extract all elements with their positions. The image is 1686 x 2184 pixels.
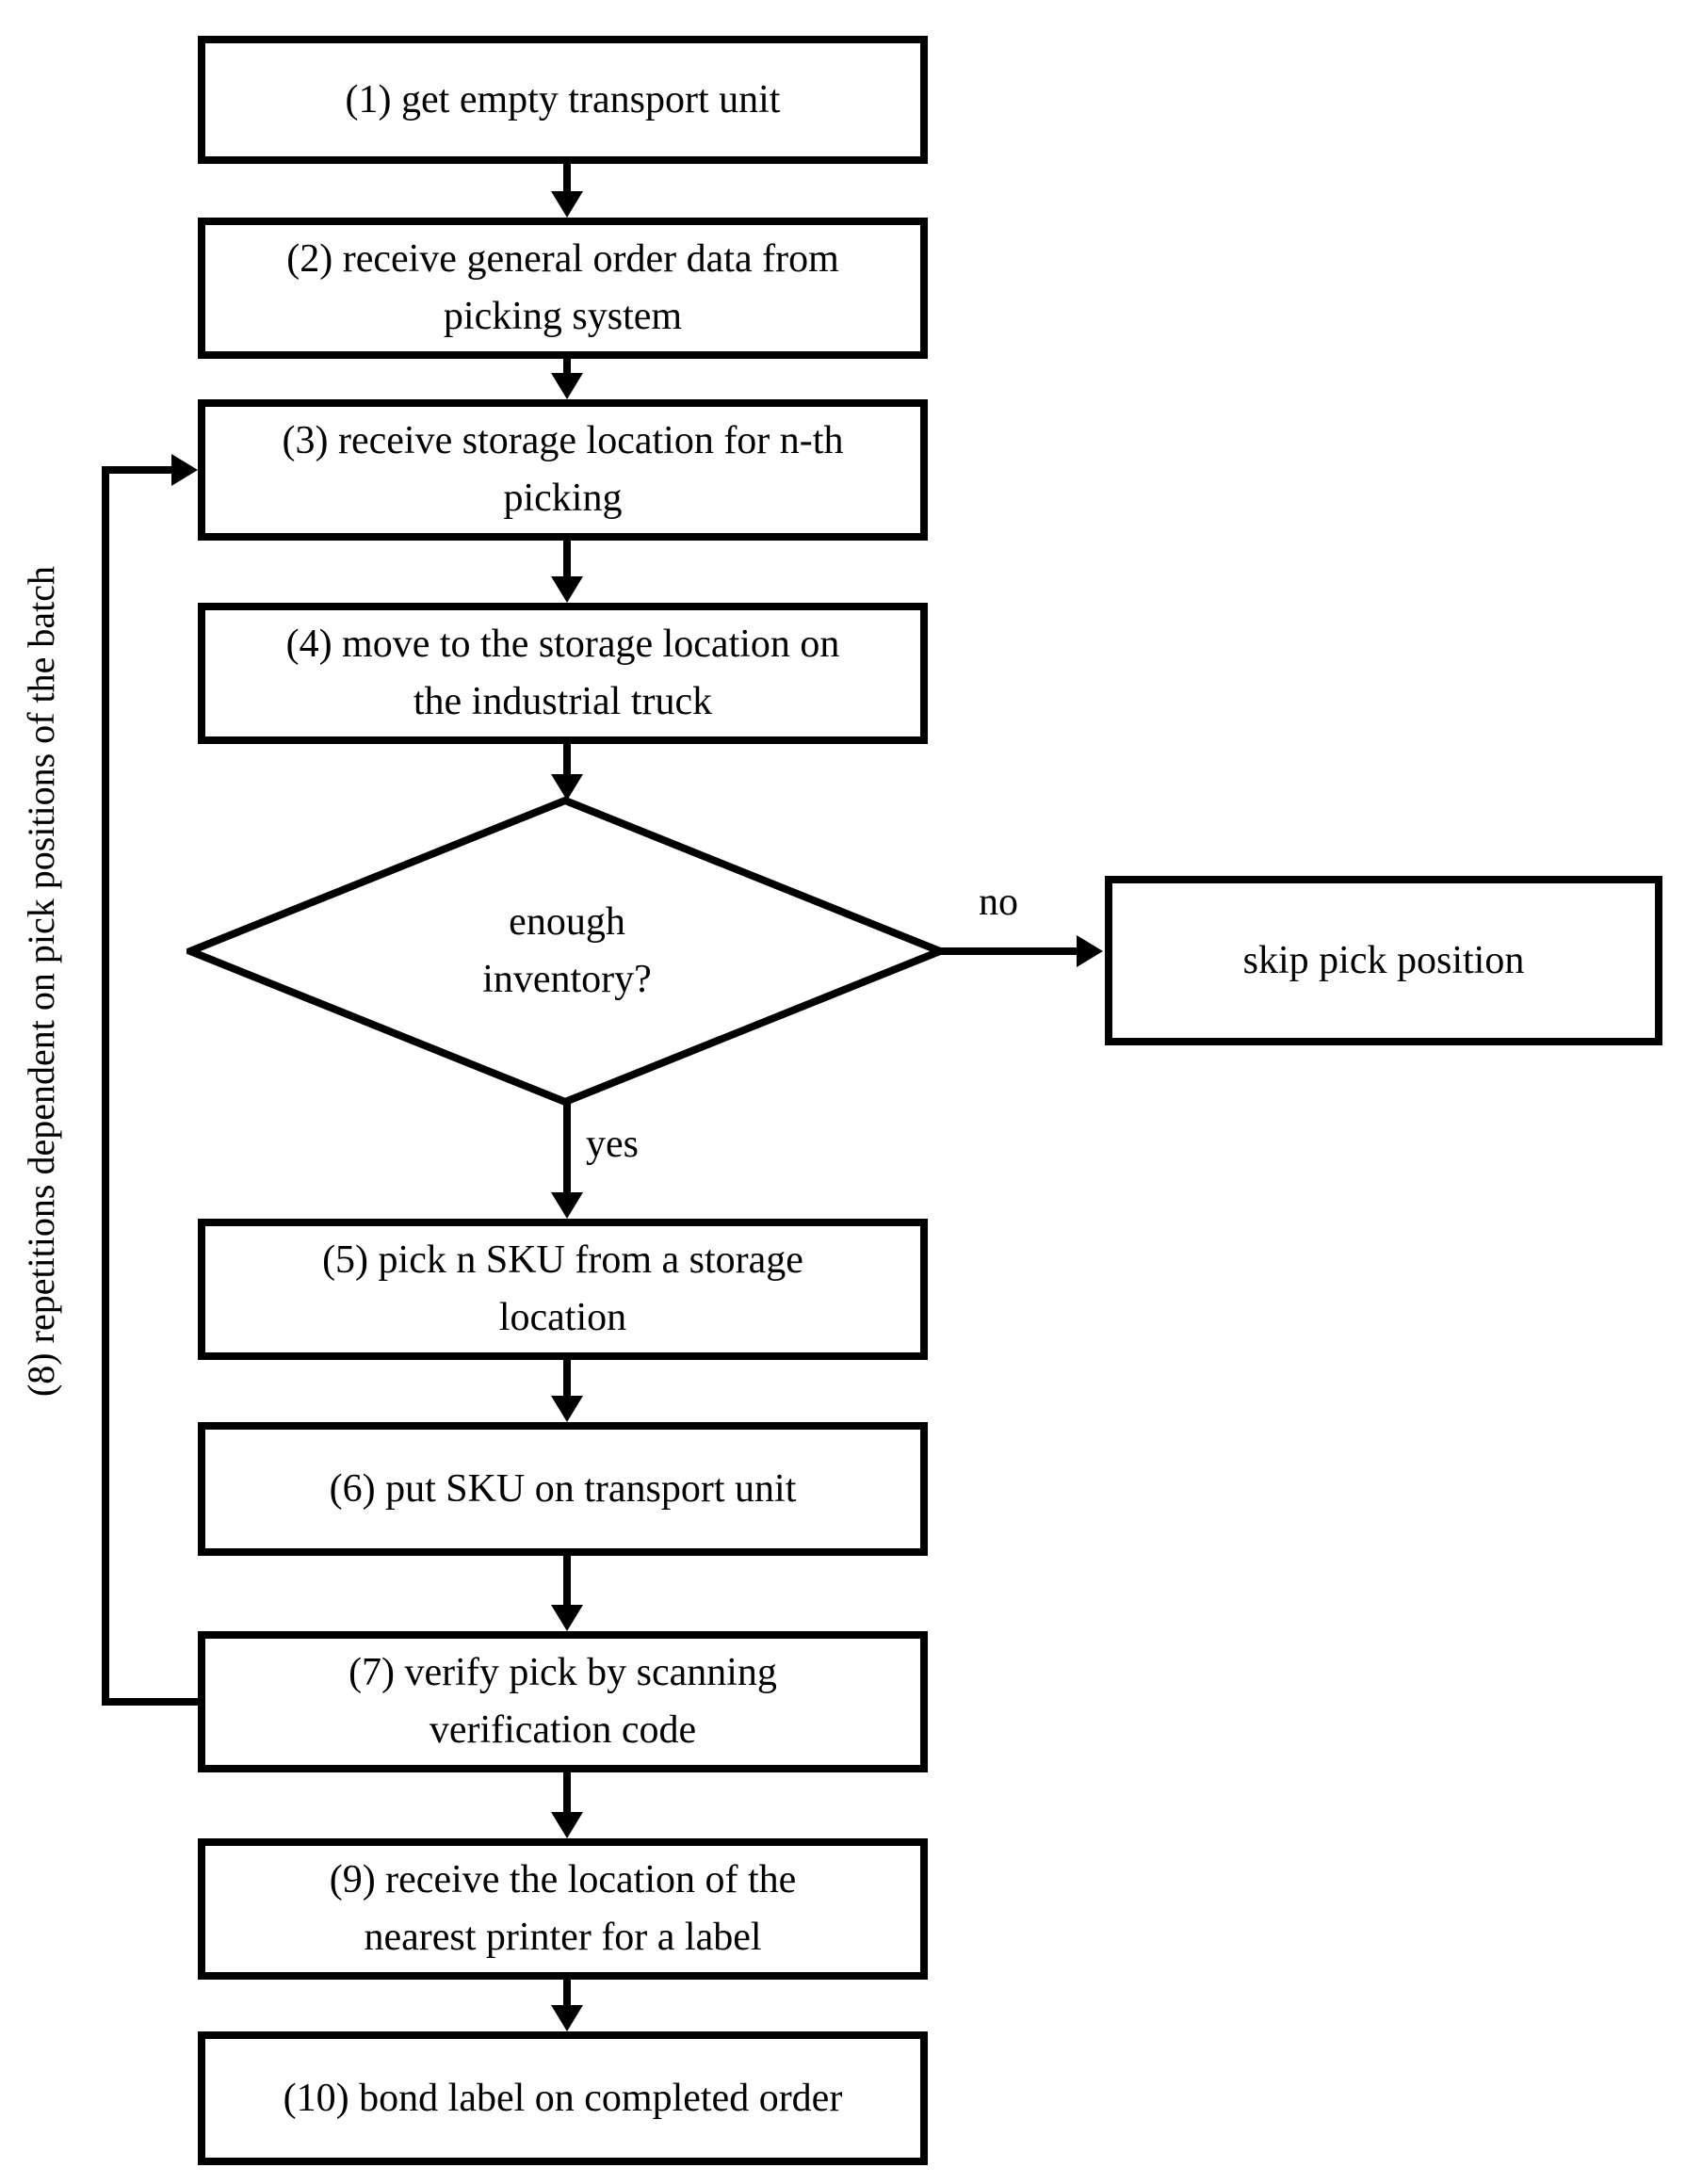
step9-box: (9) receive the location of the nearest … — [198, 1838, 928, 1980]
step6-box: (6) put SKU on transport unit — [198, 1422, 928, 1556]
step4-label: (4) move to the storage location on — [285, 623, 840, 667]
arrow-step2-step3-head-icon — [551, 373, 583, 399]
step7-label-line2: verification code — [429, 1708, 697, 1752]
step3-label-line2: picking — [503, 477, 623, 520]
no-edge-label: no — [979, 881, 1018, 924]
loop-annotation-step8: (8) repetitions dependent on pick positi… — [20, 566, 62, 1398]
arrow-step3-step4-line — [563, 541, 571, 578]
arrow-yes-decision-step5-line — [563, 1102, 571, 1194]
arrow-step7-step9-line — [563, 1772, 571, 1814]
step7-label: (7) verify pick by scanning — [349, 1651, 777, 1695]
arrow-step5-step6-head-icon — [551, 1396, 583, 1422]
arrow-step1-step2-line — [563, 164, 571, 194]
loop-line-bottom-segment — [105, 1698, 200, 1706]
step9-label-line2: nearest printer for a label — [364, 1916, 762, 1959]
arrow-step1-step2-head-icon — [551, 191, 583, 218]
step3-box: (3) receive storage location for n-th pi… — [198, 399, 928, 541]
step5-label-line2: location — [498, 1296, 627, 1339]
loop-line-vertical-segment — [102, 466, 109, 1706]
arrow-step6-step7-head-icon — [551, 1605, 583, 1631]
step2-label: (2) receive general order data from — [286, 237, 839, 282]
no-arrow-line — [940, 947, 1078, 955]
step2-label-line2: picking system — [443, 295, 683, 338]
step1-label: (1) get empty transport unit — [345, 77, 781, 121]
arrow-step7-step9-head-icon — [551, 1812, 583, 1838]
loop-arrowhead-icon — [171, 454, 198, 486]
loop-line-top-segment — [102, 466, 171, 474]
step7-box: (7) verify pick by scanning verification… — [198, 1631, 928, 1772]
no-arrowhead-icon — [1077, 935, 1103, 967]
step4-label-line2: the industrial truck — [413, 680, 713, 723]
arrow-step4-decision-line — [563, 744, 571, 776]
step10-box: (10) bond label on completed order — [198, 2031, 928, 2165]
step2-box: (2) receive general order data from pick… — [198, 218, 928, 359]
step10-label: (10) bond label on completed order — [283, 2076, 843, 2120]
arrow-step4-decision-head-icon — [551, 774, 583, 801]
arrow-step2-step3-line — [563, 359, 571, 376]
arrow-yes-decision-step5-head-icon — [551, 1192, 583, 1219]
skip-pick-position-label: skip pick position — [1242, 938, 1525, 982]
arrow-step6-step7-line — [563, 1556, 571, 1607]
yes-edge-label: yes — [586, 1123, 639, 1166]
step1-box: (1) get empty transport unit — [198, 36, 928, 164]
step9-label: (9) receive the location of the — [329, 1858, 797, 1902]
arrow-step9-step10-line — [563, 1980, 571, 2007]
arrow-step9-step10-head-icon — [551, 2005, 583, 2031]
decision-label: enough inventory? — [482, 900, 652, 1001]
step6-label: (6) put SKU on transport unit — [329, 1466, 797, 1511]
step5-box: (5) pick n SKU from a storage location — [198, 1219, 928, 1360]
step3-label: (3) receive storage location for n-th — [282, 419, 844, 463]
arrow-step3-step4-head-icon — [551, 576, 583, 603]
step4-box: (4) move to the storage location on the … — [198, 603, 928, 744]
step5-label: (5) pick n SKU from a storage — [322, 1238, 803, 1283]
arrow-step5-step6-line — [563, 1360, 571, 1398]
skip-pick-position-box: skip pick position — [1105, 876, 1662, 1045]
